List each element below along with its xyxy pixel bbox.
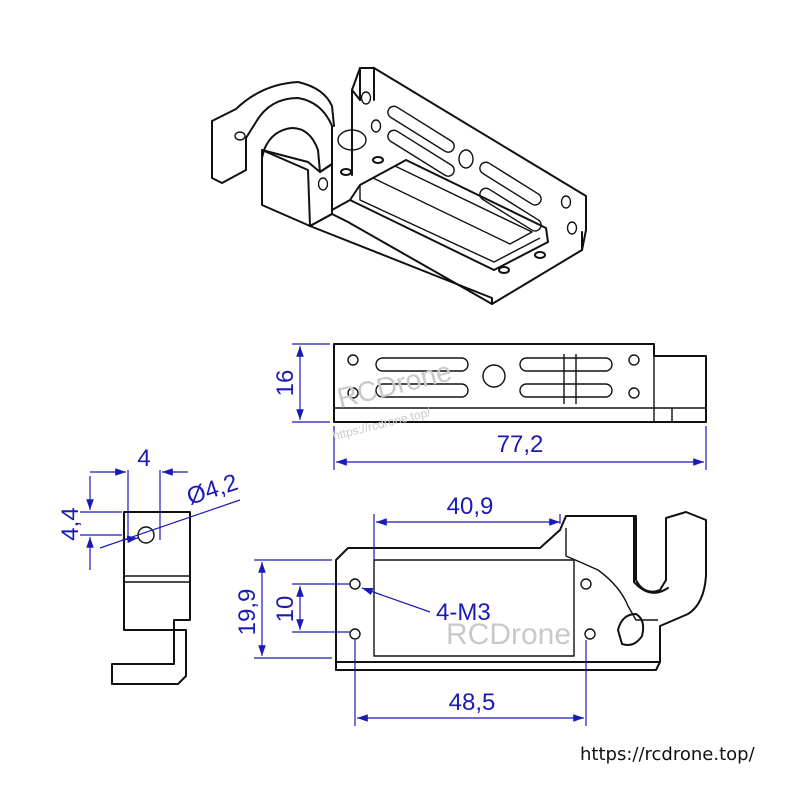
dim-length-label: 77,2: [497, 431, 544, 458]
dim-offset-label: 4,4: [57, 507, 84, 540]
top-view: [335, 511, 707, 671]
thread-callout-label: 4-M3: [436, 599, 491, 626]
side-view-dimensions: 16 77,2: [272, 343, 707, 470]
end-view-dimensions: 4 Ø4,2 4,4: [57, 445, 241, 570]
top-view-dimensions: 40,9 19,9 10 4-M3 48,5: [234, 493, 587, 726]
dim-hole-spacing-h-label: 48,5: [449, 689, 496, 716]
footer-url: https://rcdrone.top/: [580, 744, 756, 765]
end-view: [111, 511, 191, 685]
isometric-view: [211, 67, 587, 305]
dim-height-label: 16: [272, 370, 299, 397]
dim-servo-width-label: 40,9: [447, 493, 494, 520]
dim-hole-diameter-label: Ø4,2: [184, 469, 242, 511]
dim-slot-width-label: 4: [137, 445, 150, 472]
side-view: [333, 343, 707, 423]
watermark-brand-bottom: RCDrone: [446, 618, 571, 651]
dim-hole-spacing-v-label: 10: [272, 596, 299, 623]
dim-bracket-height-label: 19,9: [234, 589, 261, 636]
